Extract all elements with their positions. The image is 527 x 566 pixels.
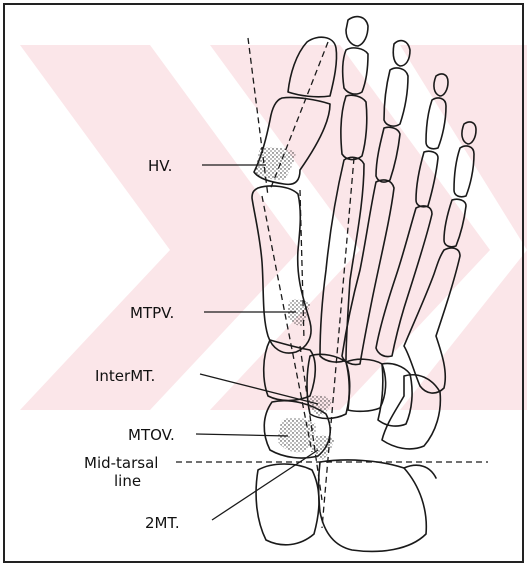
label-hv: HV. <box>148 157 172 175</box>
label-midtarsal-line1: Mid-tarsal <box>84 454 158 472</box>
label-mtpv: MTPV. <box>130 304 174 322</box>
leader-mtov <box>196 434 288 436</box>
stipple-intermt <box>308 395 332 416</box>
label-2mt: 2MT. <box>145 514 180 532</box>
label-mtov: MTOV. <box>128 426 175 444</box>
label-midtarsal-line2: line <box>114 472 141 490</box>
leader-2mt <box>212 450 318 520</box>
watermark <box>20 45 527 410</box>
stipple-mtov <box>278 418 316 453</box>
label-intermt: InterMT. <box>95 367 155 385</box>
